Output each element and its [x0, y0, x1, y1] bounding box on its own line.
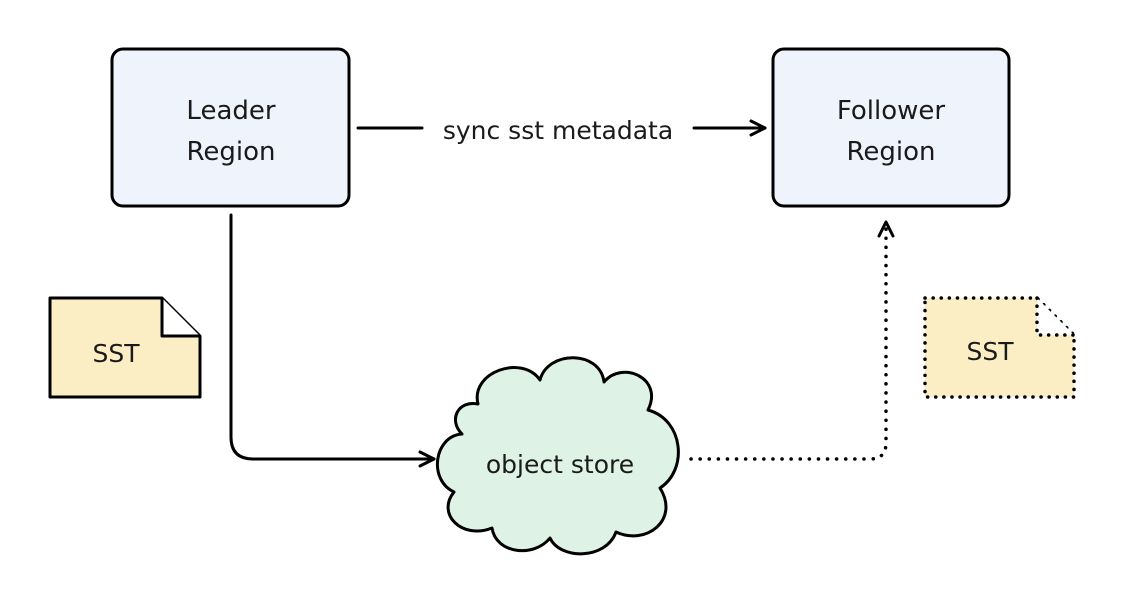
leader-to-object-store-edge: [229, 213, 436, 468]
sst-file-right: SST: [923, 296, 1076, 399]
cloud-icon: [435, 356, 680, 556]
file-corner-fold: [160, 298, 200, 338]
sst-right-label: SST: [966, 337, 1014, 366]
leader-region-node: Leader Region: [110, 47, 351, 208]
follower-region-node: Follower Region: [771, 47, 1011, 208]
sync-edge-label: sync sst metadata: [443, 116, 673, 145]
object-store-node: object store: [435, 356, 680, 556]
follower-region-box: [771, 47, 1011, 208]
follower-region-label-line2: Region: [846, 137, 935, 167]
sst-left-label: SST: [92, 339, 140, 368]
object-store-to-follower-edge: [689, 220, 895, 461]
leader-region-label-line2: Region: [186, 137, 275, 167]
leader-region-label-line1: Leader: [186, 96, 275, 126]
sst-file-left: SST: [48, 296, 202, 399]
sync-metadata-edge: sync sst metadata: [356, 116, 767, 145]
file-corner-fold-dotted: [1035, 296, 1076, 337]
object-store-label: object store: [486, 450, 634, 479]
leader-region-box: [110, 47, 351, 208]
follower-region-label-line1: Follower: [837, 96, 946, 126]
